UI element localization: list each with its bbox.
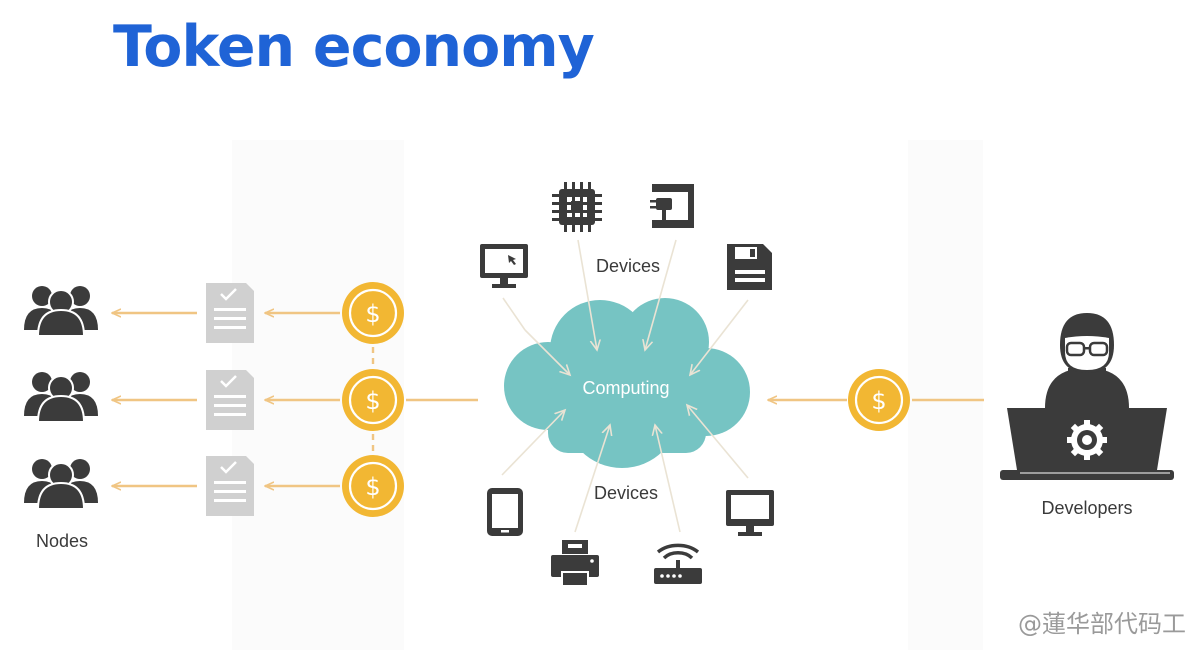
svg-text:$: $ — [365, 387, 380, 415]
printer-icon — [551, 540, 599, 587]
developer-laptop-icon — [1000, 313, 1174, 480]
computing-label: Computing — [582, 378, 670, 398]
people-group-icon — [24, 459, 98, 510]
checklist-document-icon — [206, 370, 254, 430]
devices-top-label: Devices — [595, 256, 661, 276]
monitor-icon — [480, 244, 528, 288]
checklist-document-icon — [206, 456, 254, 516]
dollar-coin-icon: $ — [342, 282, 404, 344]
floppy-disk-icon — [727, 244, 772, 290]
wifi-router-icon — [654, 543, 702, 584]
checklist-document-icon — [206, 283, 254, 343]
dollar-coin-icon: $ — [342, 455, 404, 517]
power-plug-icon — [650, 184, 694, 228]
flow-arrows — [112, 313, 984, 486]
dollar-coin-icon: $ — [342, 369, 404, 431]
svg-text:$: $ — [365, 300, 380, 328]
developers-label: Developers — [1041, 498, 1133, 518]
background-panel — [908, 140, 983, 650]
svg-text:$: $ — [365, 473, 380, 501]
cpu-chip-icon — [552, 182, 602, 232]
display-icon — [726, 490, 774, 536]
people-group-icon — [24, 286, 98, 337]
device-arrows — [501, 239, 749, 533]
page-title: Token economy — [113, 14, 595, 80]
nodes-label: Nodes — [35, 531, 89, 551]
devices-bottom-label: Devices — [593, 483, 659, 503]
tablet-icon — [487, 488, 523, 536]
computing-cloud — [504, 298, 750, 468]
people-group-icon — [24, 372, 98, 423]
dollar-coin-icon: $ — [848, 369, 910, 431]
svg-text:$: $ — [871, 387, 886, 415]
watermark: @蓮华部代码工 — [1018, 610, 1186, 638]
